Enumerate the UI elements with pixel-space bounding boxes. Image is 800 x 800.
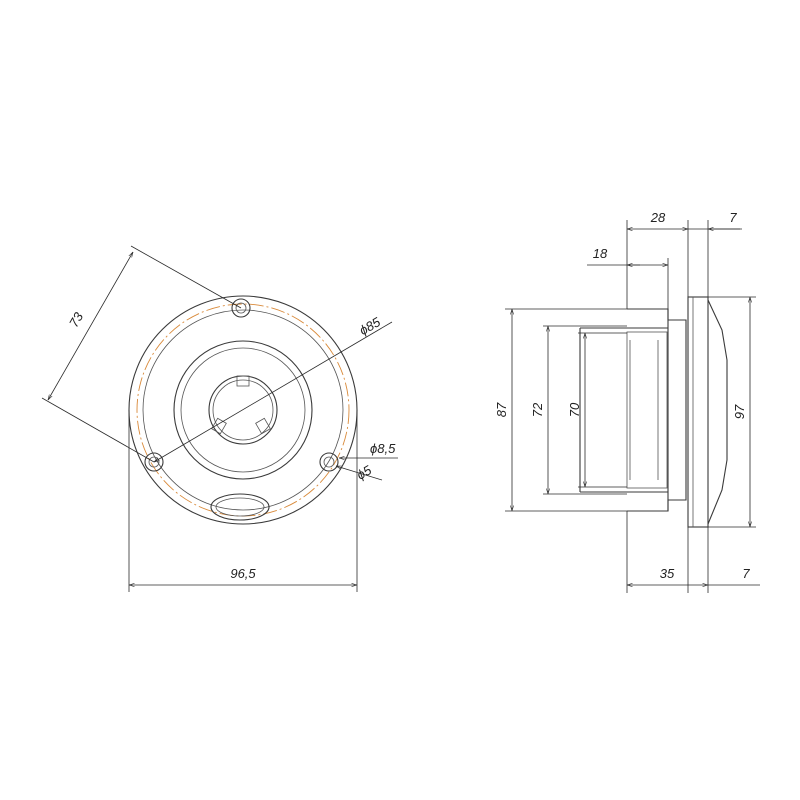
bottom-7-label: 7 bbox=[742, 566, 750, 581]
terminal-tab-left bbox=[211, 417, 227, 435]
cone-inner-circle bbox=[180, 347, 306, 473]
top-18-label: 18 bbox=[593, 246, 608, 261]
bottom-35-label: 35 bbox=[660, 566, 675, 581]
mounting-hole-left-outer bbox=[144, 452, 164, 472]
hole-spacing-dimension-line bbox=[48, 252, 133, 400]
terminal-tab-top bbox=[236, 375, 250, 387]
mounting-hole-right-outer bbox=[319, 452, 339, 472]
side-view bbox=[579, 296, 728, 528]
dome-inner-circle bbox=[212, 379, 274, 441]
left-87-label: 87 bbox=[494, 402, 509, 417]
top-7-label: 7 bbox=[729, 210, 737, 225]
width-label: 96,5 bbox=[230, 566, 256, 581]
mounting-hole-right-inner bbox=[323, 456, 335, 468]
side-dimensions: 28 7 18 87 72 70 97 35 bbox=[494, 210, 760, 593]
hole-outer-label: ϕ8,5 bbox=[370, 441, 396, 456]
bolt-circle-label: ϕ85 bbox=[357, 314, 384, 338]
inner-ring-circle bbox=[142, 309, 344, 511]
label-slot-inner bbox=[215, 497, 265, 517]
top-28-label: 28 bbox=[650, 210, 666, 225]
mounting-hole-top-inner bbox=[235, 302, 247, 314]
label-slot-outer bbox=[210, 493, 270, 521]
flange bbox=[687, 296, 709, 528]
left-72-label: 72 bbox=[530, 402, 545, 417]
bolt-circle-dimension-line bbox=[154, 321, 393, 462]
body-shell bbox=[626, 331, 668, 489]
hole-spacing-label: 73 bbox=[66, 309, 87, 330]
cone-outer-circle bbox=[173, 340, 313, 480]
left-70-label: 70 bbox=[567, 402, 582, 417]
front-view bbox=[128, 295, 358, 525]
terminal-tab-right bbox=[255, 417, 271, 435]
front-dimensions: 96,5 73 ϕ85 ϕ8,5 ϕ5 bbox=[41, 245, 398, 592]
front-face bbox=[707, 299, 728, 525]
mounting-hole-top-outer bbox=[231, 298, 251, 318]
right-97-label: 97 bbox=[732, 404, 747, 419]
